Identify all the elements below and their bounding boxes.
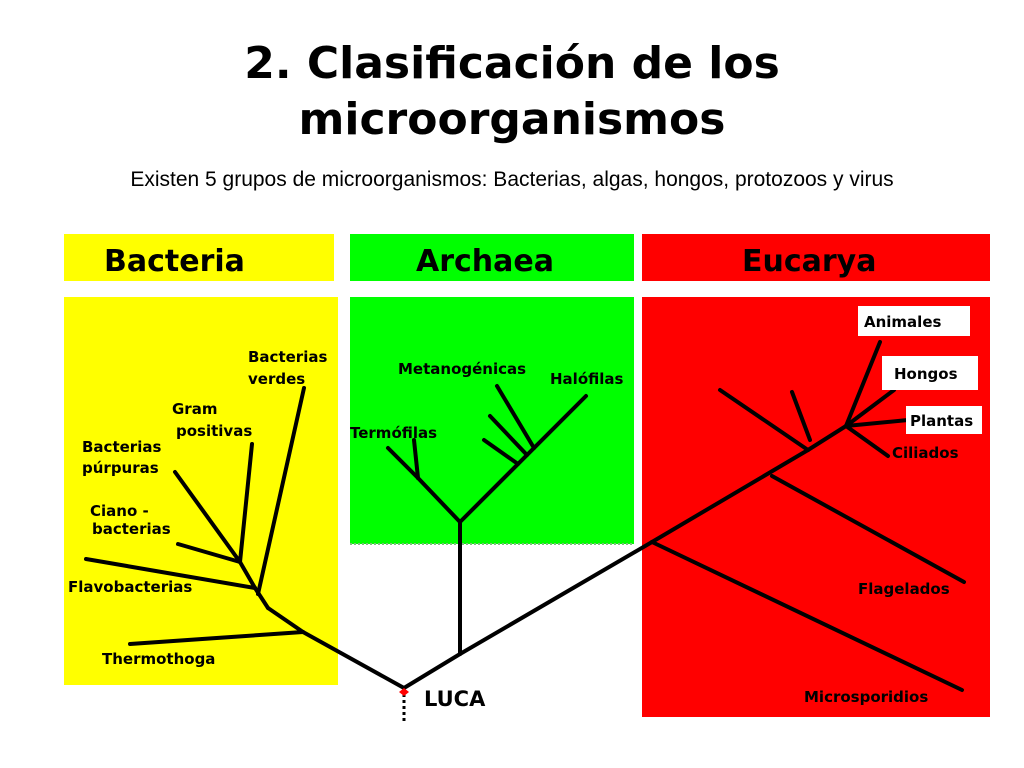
luca-label: LUCA — [424, 687, 486, 711]
eucarya-header-box — [642, 234, 990, 281]
title-line-1: 2. Clasificación de los — [244, 38, 780, 89]
label-cianobacterias-line1: Ciano - — [90, 502, 149, 520]
label-halofilas: Halófilas — [550, 370, 624, 388]
label-flavobacterias: Flavobacterias — [68, 578, 192, 596]
branch-microsporidios — [650, 540, 964, 692]
branch-crown-b — [806, 424, 848, 452]
label-termofilas: Termófilas — [350, 424, 437, 442]
animales-label-box — [858, 306, 970, 336]
branch-flagelados — [770, 474, 966, 584]
label-gram-positivas-line2: positivas — [176, 422, 252, 440]
branch-neomura-to-eucarya — [458, 540, 654, 656]
branch-flavobacterias — [84, 557, 257, 590]
branch-luca-to-bacteria — [301, 630, 406, 690]
branch-gram-positivas — [238, 442, 254, 564]
branch-metanogenicas-b — [488, 414, 529, 457]
label-animales: Animales — [864, 313, 941, 331]
branch-metanogenicas-c — [482, 438, 520, 466]
label-ciliados: Ciliados — [892, 444, 959, 462]
branch-termofilas-b — [412, 438, 420, 480]
tree-branches — [84, 340, 966, 692]
label-flagelados: Flagelados — [858, 580, 950, 598]
branch-hongos — [844, 388, 896, 428]
branch-archaea-left — [416, 476, 462, 524]
slide-title: 2. Clasificación de los microorganismos — [0, 36, 1024, 148]
archaea-header-label: Archaea — [416, 244, 554, 279]
branch-animales — [844, 340, 882, 428]
branch-bacteria-node-b — [238, 560, 257, 590]
label-microsporidios: Microsporidios — [804, 688, 928, 706]
label-bacterias-purpuras-line2: púrpuras — [82, 459, 159, 477]
bacteria-panel — [64, 297, 338, 685]
branch-archaea-right — [458, 394, 588, 524]
label-metanogenicas: Metanogénicas — [398, 360, 526, 378]
label-thermothoga: Thermothoga — [102, 650, 215, 668]
title-line-2: microorganismos — [298, 94, 726, 145]
branch-bacterias-verdes — [256, 386, 306, 596]
branch-plantas — [844, 418, 910, 428]
branch-bacterias-purpuras — [173, 470, 242, 564]
label-cianobacterias-line2: bacterias — [92, 520, 171, 538]
branch-cianobacterias — [176, 542, 242, 564]
branch-crown-c — [790, 390, 812, 442]
label-gram-positivas-line1: Gram — [172, 400, 217, 418]
branch-bacteria-stem — [266, 606, 305, 634]
branch-thermothoga — [128, 630, 305, 646]
label-bacterias-purpuras-line1: Bacterias — [82, 438, 161, 456]
branch-eucarya-stem — [650, 448, 810, 544]
label-plantas: Plantas — [910, 412, 973, 430]
slide-subtitle: Existen 5 grupos de microorganismos: Bac… — [130, 168, 894, 191]
branch-ciliados — [844, 424, 890, 458]
branch-termofilas-a — [386, 446, 420, 480]
luca-marker — [399, 688, 409, 696]
bacteria-header-box — [64, 234, 334, 281]
archaea-header-box — [350, 234, 634, 281]
hongos-label-box — [882, 356, 978, 390]
branch-luca-to-neomura — [402, 652, 462, 690]
label-bacterias-verdes-line1: Bacterias — [248, 348, 327, 366]
branch-crown-a — [718, 388, 810, 452]
branch-metanogenicas-a — [495, 384, 536, 450]
eucarya-header-label: Eucarya — [742, 244, 876, 279]
label-bacterias-verdes-line2: verdes — [248, 370, 305, 388]
bacteria-header-label: Bacteria — [104, 244, 245, 279]
plantas-label-box — [906, 406, 982, 434]
label-hongos: Hongos — [894, 365, 958, 383]
